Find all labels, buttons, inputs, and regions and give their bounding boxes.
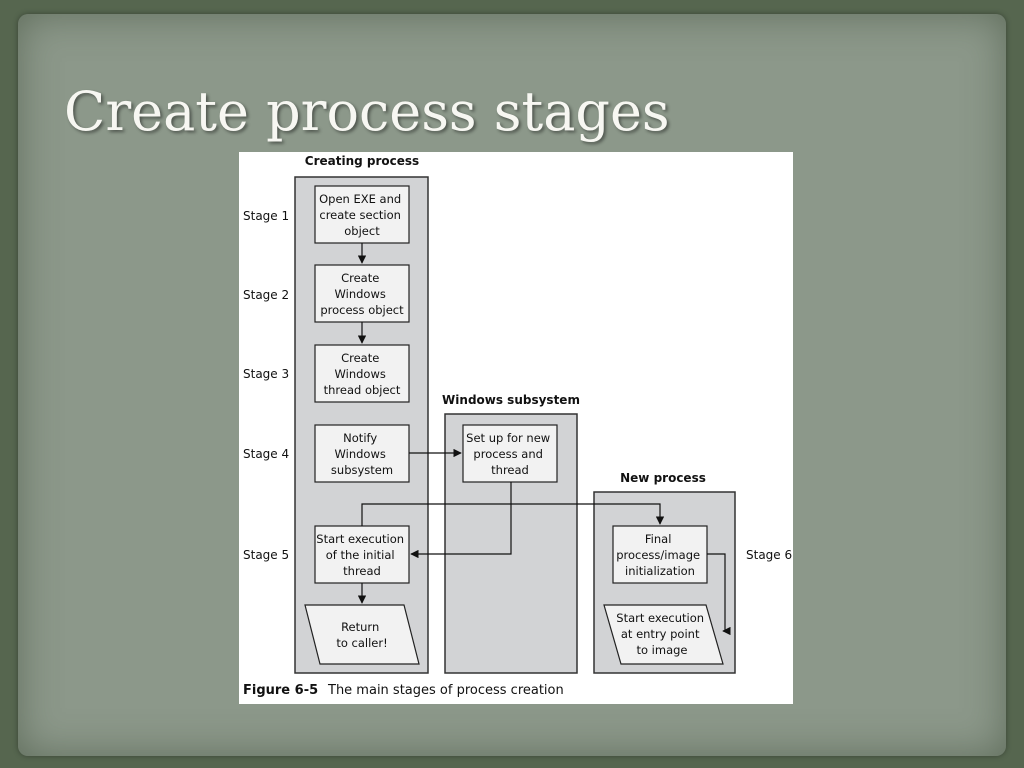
box-setup-new-process-line-1: Set up for new (466, 431, 550, 445)
box-notify-subsystem-line-3: subsystem (331, 463, 393, 477)
box-start-entry-point-line-2: at entry point (621, 627, 700, 641)
box-setup-new-process-text: Set up for new process and thread (466, 431, 554, 477)
stage-label-1: Stage 1 (243, 209, 289, 223)
windows-subsystem-header: Windows subsystem (442, 393, 580, 407)
process-creation-figure: Creating process Windows subsystem New p… (239, 152, 793, 704)
arrow-subsystem-to-start-thread (410, 482, 512, 559)
box-open-exe-text: Open EXE and create section object (319, 192, 405, 238)
box-notify-subsystem-line-2: Windows (335, 447, 386, 461)
box-create-process-object-line-1: Create (341, 271, 379, 285)
box-return-to-caller-line-1: Return (341, 620, 379, 634)
flow-arrows (357, 243, 731, 636)
slide-title: Create process stages (64, 80, 670, 143)
box-start-entry-point-line-1: Start execution (616, 611, 704, 625)
box-start-entry-point-line-3: to image (636, 643, 687, 657)
box-create-process-object-line-2: Windows (335, 287, 386, 301)
stage-label-4: Stage 4 (243, 447, 289, 461)
stage-label-6: Stage 6 (746, 548, 792, 562)
box-setup-new-process (462, 424, 558, 483)
box-create-thread-object (314, 344, 410, 403)
stage-label-5: Stage 5 (243, 548, 289, 562)
creating-process-header: Creating process (305, 154, 419, 168)
process-creation-diagram: Creating process Windows subsystem New p… (243, 154, 792, 698)
box-open-exe-line-1: Open EXE and (319, 192, 401, 206)
arrow-start-thread-to-final-init (361, 503, 665, 526)
box-create-process-object-text: Create Windows process object (320, 271, 404, 317)
box-setup-new-process-line-3: thread (491, 463, 529, 477)
box-create-thread-object-line-2: Windows (335, 367, 386, 381)
box-final-image-init (612, 525, 708, 584)
box-final-image-init-line-2: process/image (616, 548, 700, 562)
new-process-header: New process (620, 471, 706, 485)
box-notify-subsystem-text: Notify Windows subsystem (331, 431, 393, 477)
box-final-image-init-line-3: initialization (625, 564, 695, 578)
box-create-thread-object-line-3: thread object (324, 383, 401, 397)
stage-label-3: Stage 3 (243, 367, 289, 381)
box-create-thread-object-text: Create Windows thread object (324, 351, 401, 397)
box-return-to-caller-line-2: to caller! (336, 636, 387, 650)
box-return-to-caller-text: Return to caller! (336, 620, 387, 650)
arrow-final-init-to-entry-point (707, 553, 731, 636)
box-final-image-init-line-1: Final (645, 532, 672, 546)
box-open-exe-line-2: create section (319, 208, 401, 222)
box-start-entry-point-text: Start execution at entry point to image (616, 611, 707, 657)
box-setup-new-process-line-2: process and (473, 447, 542, 461)
box-notify-subsystem-line-1: Notify (343, 431, 377, 445)
box-create-thread-object-line-1: Create (341, 351, 379, 365)
box-start-initial-thread-line-3: thread (343, 564, 381, 578)
box-start-initial-thread (314, 525, 410, 584)
box-open-exe-line-3: object (344, 224, 380, 238)
box-start-initial-thread-line-2: of the initial (326, 548, 395, 562)
box-start-initial-thread-line-1: Start execution (316, 532, 404, 546)
figure-caption-text: The main stages of process creation (327, 683, 564, 698)
box-create-process-object-line-3: process object (320, 303, 404, 317)
box-create-process-object (314, 264, 410, 323)
stage-label-2: Stage 2 (243, 288, 289, 302)
figure-caption-label: Figure 6-5 (243, 683, 318, 698)
box-final-image-init-text: Final process/image initialization (616, 532, 704, 578)
box-start-initial-thread-text: Start execution of the initial thread (316, 532, 407, 578)
box-return-to-caller (304, 604, 420, 665)
box-start-entry-point (603, 604, 724, 665)
